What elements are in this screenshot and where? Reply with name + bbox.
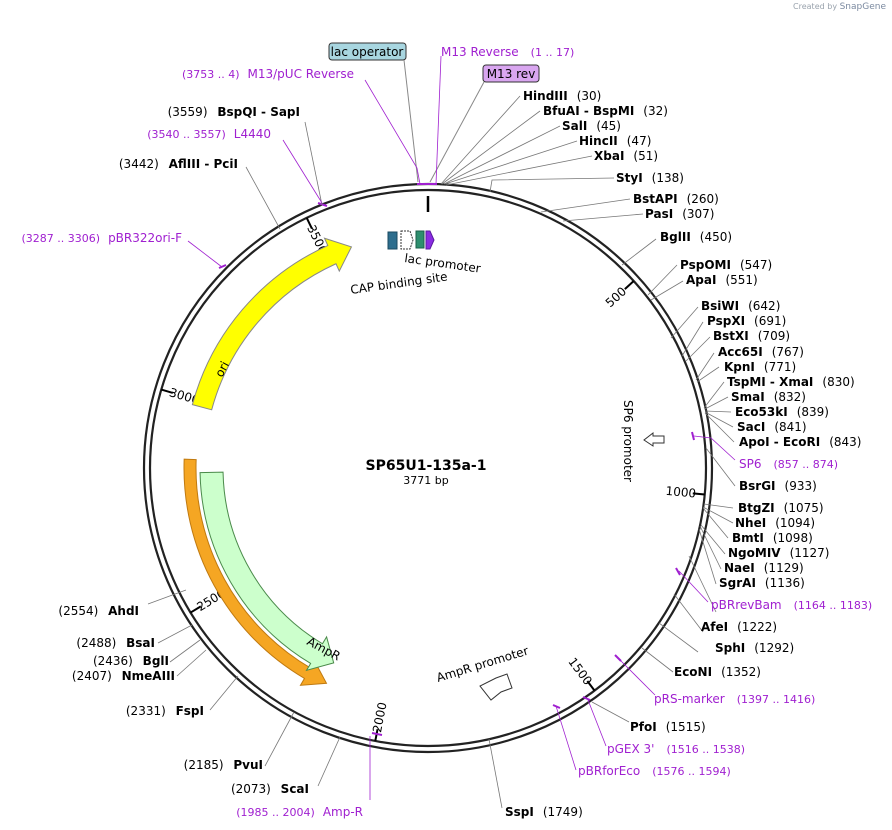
primer-label[interactable]: pRS-marker(1397 .. 1416) [654, 692, 815, 706]
restriction-site-label[interactable]: BmtI(1098) [732, 531, 813, 545]
sp6-promoter-arrow[interactable] [643, 431, 665, 447]
restriction-site-label[interactable]: PfoI(1515) [630, 720, 706, 734]
sp6-promoter-label: SP6 promoter [621, 400, 635, 482]
restriction-site-label[interactable]: Eco53kI(839) [735, 405, 829, 419]
restriction-site-label[interactable]: (2073) ScaI [231, 782, 309, 796]
m13-rev-tag-label: M13 rev [487, 67, 536, 81]
ruler-tick-mark [586, 680, 596, 692]
restriction-site-label[interactable]: (2554) AhdI [58, 604, 139, 618]
ruler-tick-mark [624, 280, 635, 290]
restriction-site-label[interactable]: (2185) PvuI [184, 758, 263, 772]
restriction-site-label[interactable]: SmaI(832) [731, 390, 806, 404]
ampr-outline-feature [183, 458, 328, 686]
ampr-promoter-label: AmpR promoter [435, 644, 530, 685]
restriction-site-label[interactable]: HindIII(30) [523, 89, 601, 103]
restriction-site-label[interactable]: KpnI(771) [724, 360, 796, 374]
restriction-site-label[interactable]: ApoI - EcoRI(843) [739, 435, 861, 449]
m13-rev-tag[interactable] [482, 64, 540, 83]
restriction-site-label[interactable]: SalI(45) [562, 119, 621, 133]
m13-rev-arrow[interactable] [425, 230, 435, 250]
restriction-site-label[interactable]: HincII(47) [579, 134, 651, 148]
restriction-site-label[interactable]: BfuAI - BspMI(32) [543, 104, 668, 118]
plasmid-length: 3771 bp [403, 474, 448, 487]
primer-label[interactable]: SP6(857 .. 874) [739, 457, 838, 471]
primer-markers [218, 183, 695, 736]
leader-lines [147, 55, 736, 809]
restriction-site-label[interactable]: EcoNI(1352) [674, 665, 761, 679]
primer-label[interactable]: pGEX 3'(1516 .. 1538) [607, 742, 745, 756]
restriction-site-label[interactable]: NheI(1094) [735, 516, 815, 530]
restriction-site-label[interactable]: (3442) AflIII - PciI [119, 157, 238, 171]
cap-binding-site-box[interactable] [387, 231, 398, 250]
restriction-site-label[interactable]: Acc65I(767) [718, 345, 804, 359]
primer-label[interactable]: M13 Reverse(1 .. 17) [441, 45, 574, 59]
restriction-site-label[interactable]: BsrGI(933) [739, 479, 817, 493]
ori-feature[interactable] [191, 237, 353, 411]
restriction-site-label[interactable]: AfeI(1222) [701, 620, 777, 634]
restriction-site-label[interactable]: (2331) FspI [126, 704, 204, 718]
ruler-tick-mark [692, 492, 705, 496]
restriction-site-label[interactable]: BglII(450) [660, 230, 732, 244]
primer-label[interactable]: (3287 .. 3306)pBR322ori-F [22, 231, 183, 245]
ruler-tick-mark [305, 217, 313, 230]
restriction-site-label[interactable]: (2407) NmeAIII [72, 669, 175, 683]
plasmid-name: SP65U1-135a-1 [366, 458, 487, 474]
left-site-labels: (3559) BspQI - SapI (3442) AflIII - PciI (… [58, 105, 309, 796]
credit-brand: SnapGene [839, 2, 886, 12]
ruler-tick-label: 1000 [665, 484, 697, 501]
primer-label[interactable]: pBRforEco(1576 .. 1594) [578, 764, 731, 778]
restriction-site-label[interactable]: BstXI(709) [713, 329, 790, 343]
ampr-feature[interactable] [199, 471, 335, 672]
restriction-site-label[interactable]: NgoMIV(1127) [728, 546, 829, 560]
restriction-site-label[interactable]: SgrAI(1136) [719, 576, 805, 590]
primer-label[interactable]: pBRrevBam(1164 .. 1183) [711, 598, 872, 612]
restriction-site-label[interactable]: BtgZI(1075) [738, 501, 824, 515]
lac-operator-box[interactable] [415, 230, 425, 249]
credit: Created by SnapGene [793, 2, 886, 12]
ori-label: ori [212, 359, 232, 379]
ruler-tick-label: 1500 [565, 655, 595, 688]
ruler-tick-mark [190, 605, 202, 614]
lac-promoter-arrow[interactable] [400, 230, 414, 250]
ruler-tick-label: 2000 [370, 701, 390, 734]
right-site-labels: HindIII(30)BfuAI - BspMI(32)SalI(45)Hinc… [505, 89, 861, 819]
primer-label[interactable]: (3753 .. 4)M13/pUC Reverse [182, 67, 354, 81]
restriction-site-label[interactable]: PasI(307) [645, 207, 714, 221]
restriction-site-label[interactable]: (2488) BsaI [76, 636, 155, 650]
restriction-site-label[interactable]: (2436) BglI [93, 654, 169, 668]
restriction-site-label[interactable]: (3559) BspQI - SapI [168, 105, 300, 119]
restriction-site-label[interactable]: BsiWI(642) [701, 299, 780, 313]
restriction-site-label[interactable]: TspMI - XmaI(830) [727, 375, 855, 389]
credit-prefix: Created by [793, 2, 838, 11]
ampr-promoter-arrow[interactable] [479, 673, 513, 701]
cap-binding-site-label: CAP binding site [349, 269, 448, 296]
restriction-site-label[interactable]: PspOMI(547) [680, 258, 772, 272]
restriction-site-label[interactable]: SacI(841) [737, 420, 807, 434]
lac-operator-tag[interactable] [328, 42, 407, 61]
restriction-site-label[interactable]: XbaI(51) [594, 149, 658, 163]
restriction-site-label[interactable]: BstAPI(260) [633, 192, 719, 206]
restriction-site-label[interactable]: ApaI(551) [686, 273, 758, 287]
restriction-site-label[interactable]: NaeI(1129) [724, 561, 804, 575]
primer-labels: M13 Reverse(1 .. 17) (3753 .. 4)M13/pUC R… [22, 45, 873, 819]
primer-label[interactable]: (3540 .. 3557)L4440 [147, 127, 271, 141]
primer-label[interactable]: (1985 .. 2004)Amp-R [236, 805, 363, 819]
ruler-tick-mark [161, 388, 174, 394]
restriction-site-label[interactable]: PspXI(691) [707, 314, 786, 328]
restriction-site-label[interactable]: SphI(1292) [715, 641, 794, 655]
restriction-site-label[interactable]: StyI(138) [616, 171, 684, 185]
ruler-tick-mark [374, 728, 379, 742]
restriction-site-label[interactable]: SspI(1749) [505, 805, 583, 819]
lac-operator-tag-label: lac operator [331, 45, 404, 59]
